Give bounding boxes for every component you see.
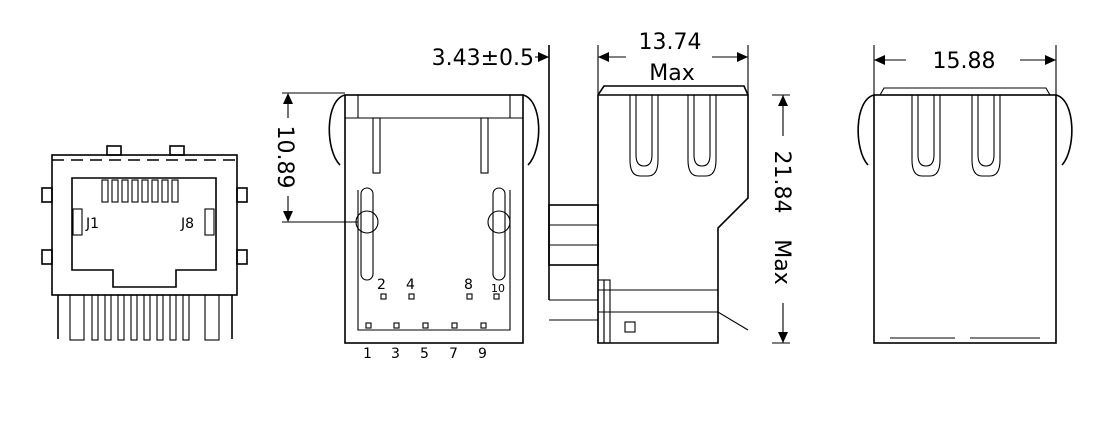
dimension-value-3-43: 3.43±0.5 (432, 46, 534, 71)
side-view (548, 45, 749, 344)
pin-label-4: 4 (406, 277, 415, 293)
dimension-depth: 13.74 Max (597, 30, 749, 95)
mounting-post-right (487, 187, 511, 281)
jack-label-j1: J1 (85, 216, 99, 232)
pin-holes-bottom-row (365, 322, 487, 329)
pin-label-9: 9 (478, 346, 487, 362)
rear-latch-left (911, 95, 941, 177)
pin-side-view: 2 4 8 10 1 3 5 7 9 (328, 94, 540, 362)
dimension-pin-offset: 3.43±0.5 (432, 46, 549, 71)
pin-label-8: 8 (464, 277, 473, 293)
dimension-note-max-depth: Max (649, 61, 694, 86)
dimension-height-total: 21.84 Max (769, 94, 794, 344)
rear-view (857, 87, 1073, 344)
dimension-value-10-89: 10.89 (272, 126, 297, 189)
dimension-height-front: 10.89 (272, 92, 358, 223)
contact-fingers (101, 179, 179, 203)
dimension-value-13-74: 13.74 (639, 30, 702, 55)
jack-label-j8: J8 (180, 216, 194, 232)
dimension-value-15-88: 15.88 (933, 49, 996, 74)
pin-label-10: 10 (491, 282, 505, 295)
side-latch-left (629, 95, 659, 177)
front-pins (69, 294, 220, 341)
rear-latch-right (971, 95, 1001, 177)
pin-label-1: 1 (363, 346, 372, 362)
mounting-post-left (355, 187, 379, 281)
pin-label-5: 5 (420, 346, 429, 362)
dimension-width: 15.88 (873, 45, 1057, 95)
pin-label-7: 7 (449, 346, 458, 362)
dimension-value-21-84: 21.84 (769, 151, 794, 214)
pin-holes-top-row (380, 293, 500, 300)
side-latch-right (687, 95, 717, 177)
pin-label-2: 2 (377, 277, 386, 293)
pin-label-3: 3 (391, 346, 400, 362)
dimension-note-max-height: Max (769, 239, 794, 284)
front-port-view: J1 J8 (41, 145, 248, 341)
